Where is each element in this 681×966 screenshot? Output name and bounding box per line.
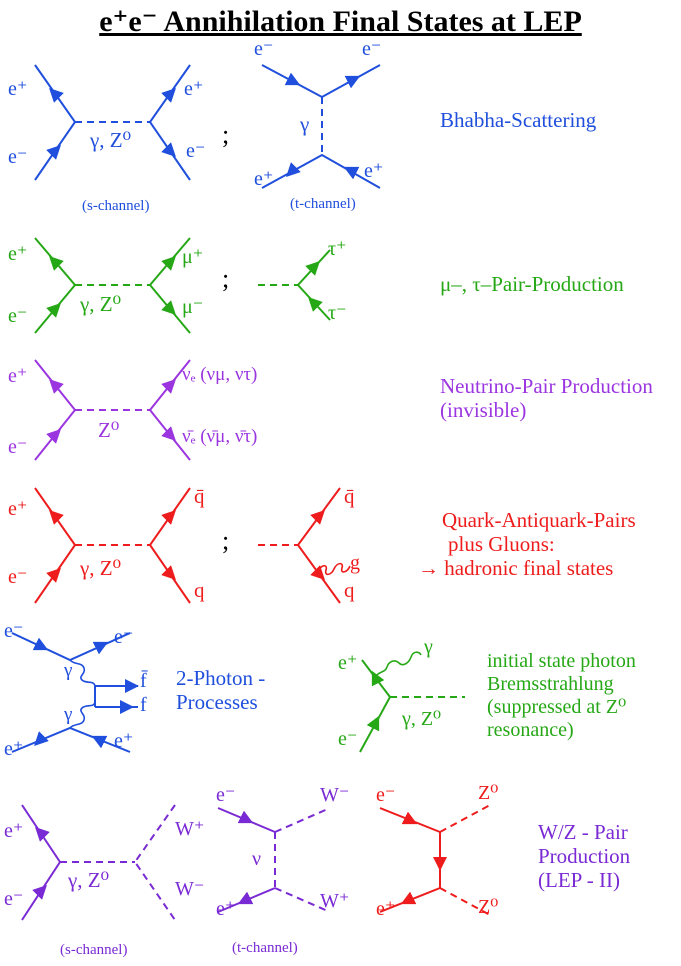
- two-photon-diagram: [11, 632, 139, 753]
- label-gluon: g: [350, 552, 360, 574]
- label-boson: γ, Z⁰: [402, 708, 442, 730]
- process-name-line1: Neutrino-Pair Production: [440, 374, 653, 398]
- label-q: q: [194, 578, 205, 602]
- process-name-line1: initial state photon: [487, 650, 636, 672]
- label-fbar: f̄: [140, 670, 147, 692]
- label-wminus: W⁻: [320, 784, 350, 806]
- separator: ;: [222, 120, 230, 149]
- label-boson: γ, Z⁰: [68, 868, 110, 892]
- label-ep-out: e⁺: [114, 730, 134, 752]
- process-name-line2: (invisible): [440, 398, 527, 422]
- label-nu: ν: [252, 848, 262, 870]
- label-ep: e⁺: [4, 820, 24, 842]
- process-name-line3: (suppressed at Z⁰: [487, 696, 627, 718]
- tau-pair-diagram: [258, 249, 331, 321]
- label-ep-in: e⁺: [254, 168, 274, 190]
- isr-diagram: [359, 651, 465, 753]
- label-ep: e⁺: [8, 243, 28, 265]
- process-name-line2: plus Gluons:: [448, 532, 555, 556]
- label-ep-out: e⁺: [184, 78, 204, 100]
- separator: ;: [222, 264, 230, 293]
- label-em-out: e⁻: [362, 38, 382, 60]
- bhabha-t-channel-diagram: [261, 64, 381, 189]
- label-t-channel: (t-channel): [232, 940, 298, 956]
- label-em: e⁻: [338, 728, 358, 750]
- mutau-s-channel-diagram: [34, 237, 191, 334]
- label-q: q: [344, 578, 355, 602]
- label-tau-minus: τ⁻: [328, 302, 347, 324]
- label-s-channel: (s-channel): [82, 198, 150, 214]
- label-qbar: q̄: [344, 484, 355, 508]
- label-em: e⁻: [376, 784, 396, 806]
- label-gamma: γ: [300, 112, 310, 136]
- label-z2: Z⁰: [478, 896, 499, 918]
- process-name-line3: (LEP - II): [538, 868, 621, 892]
- neutrino-pair-diagram: [34, 359, 191, 461]
- process-name: μ–, τ–Pair-Production: [440, 272, 624, 296]
- page-title: e⁺e⁻ Annihilation Final States at LEP: [99, 5, 582, 38]
- label-em-in: e⁻: [8, 146, 28, 168]
- label-boson: γ, Z⁰: [80, 292, 122, 316]
- bhabha-s-channel-diagram: [34, 64, 191, 181]
- label-mu-plus: μ⁺: [182, 246, 204, 268]
- label-boson: γ, Z⁰: [90, 128, 132, 152]
- label-em-out: e⁻: [114, 626, 134, 648]
- process-name-line4: resonance): [487, 719, 574, 741]
- label-em: e⁻: [216, 784, 236, 806]
- label-em-in: e⁻: [254, 38, 274, 60]
- label-ep: e⁺: [338, 652, 358, 674]
- quark-gluon-diagram: [258, 487, 351, 604]
- label-tau-plus: τ⁺: [328, 238, 347, 260]
- label-ep: e⁺: [8, 365, 28, 387]
- label-qbar: q̄: [194, 484, 205, 508]
- label-ep: e⁺: [8, 498, 28, 520]
- label-s-channel: (s-channel): [60, 942, 128, 958]
- label-f: f: [140, 694, 147, 716]
- label-wplus: W⁺: [175, 818, 205, 840]
- process-name: Bhabha-Scattering: [440, 108, 597, 132]
- label-ep: e⁺: [216, 898, 236, 920]
- label-z1: Z⁰: [478, 782, 499, 804]
- label-boson: Z⁰: [98, 418, 120, 442]
- label-nu-out: νₑ (νμ, ντ): [182, 364, 258, 385]
- label-em: e⁻: [4, 888, 24, 910]
- label-em-out: e⁻: [186, 140, 206, 162]
- process-name-line1: Quark-Antiquark-Pairs: [442, 508, 636, 532]
- label-ep-in: e⁺: [4, 738, 24, 760]
- separator: ;: [222, 526, 230, 555]
- label-em: e⁻: [8, 436, 28, 458]
- process-name-line2: Processes: [176, 690, 258, 714]
- label-em: e⁻: [8, 566, 28, 588]
- zz-diagram: [379, 804, 491, 916]
- label-em: e⁻: [8, 305, 28, 327]
- label-ep-in: e⁺: [8, 78, 28, 100]
- label-mu-minus: μ⁻: [182, 296, 204, 318]
- label-ep-out: e⁺: [364, 160, 384, 182]
- label-ep: e⁺: [376, 898, 396, 920]
- label-gamma: γ: [64, 704, 73, 725]
- ww-s-channel-diagram: [21, 804, 176, 921]
- label-nubar-out: ν̄ₑ (ν̄μ, ν̄τ): [182, 426, 258, 447]
- process-name-line3: → hadronic final states: [418, 556, 614, 580]
- label-wminus: W⁻: [175, 878, 205, 900]
- label-boson: γ, Z⁰: [80, 556, 122, 580]
- process-name-line1: W/Z - Pair: [538, 820, 628, 844]
- ww-t-channel-diagram: [217, 807, 331, 913]
- label-wplus: W⁺: [320, 890, 350, 912]
- quark-pair-diagram: [34, 487, 191, 604]
- label-gamma: γ: [64, 660, 73, 681]
- process-name-line1: 2-Photon -: [176, 666, 266, 690]
- label-t-channel: (t-channel): [290, 196, 356, 212]
- label-gamma: γ: [424, 636, 433, 658]
- process-name-line2: Production: [538, 844, 631, 868]
- label-em-in: e⁻: [4, 620, 24, 642]
- process-name-line2: Bremsstrahlung: [487, 673, 614, 695]
